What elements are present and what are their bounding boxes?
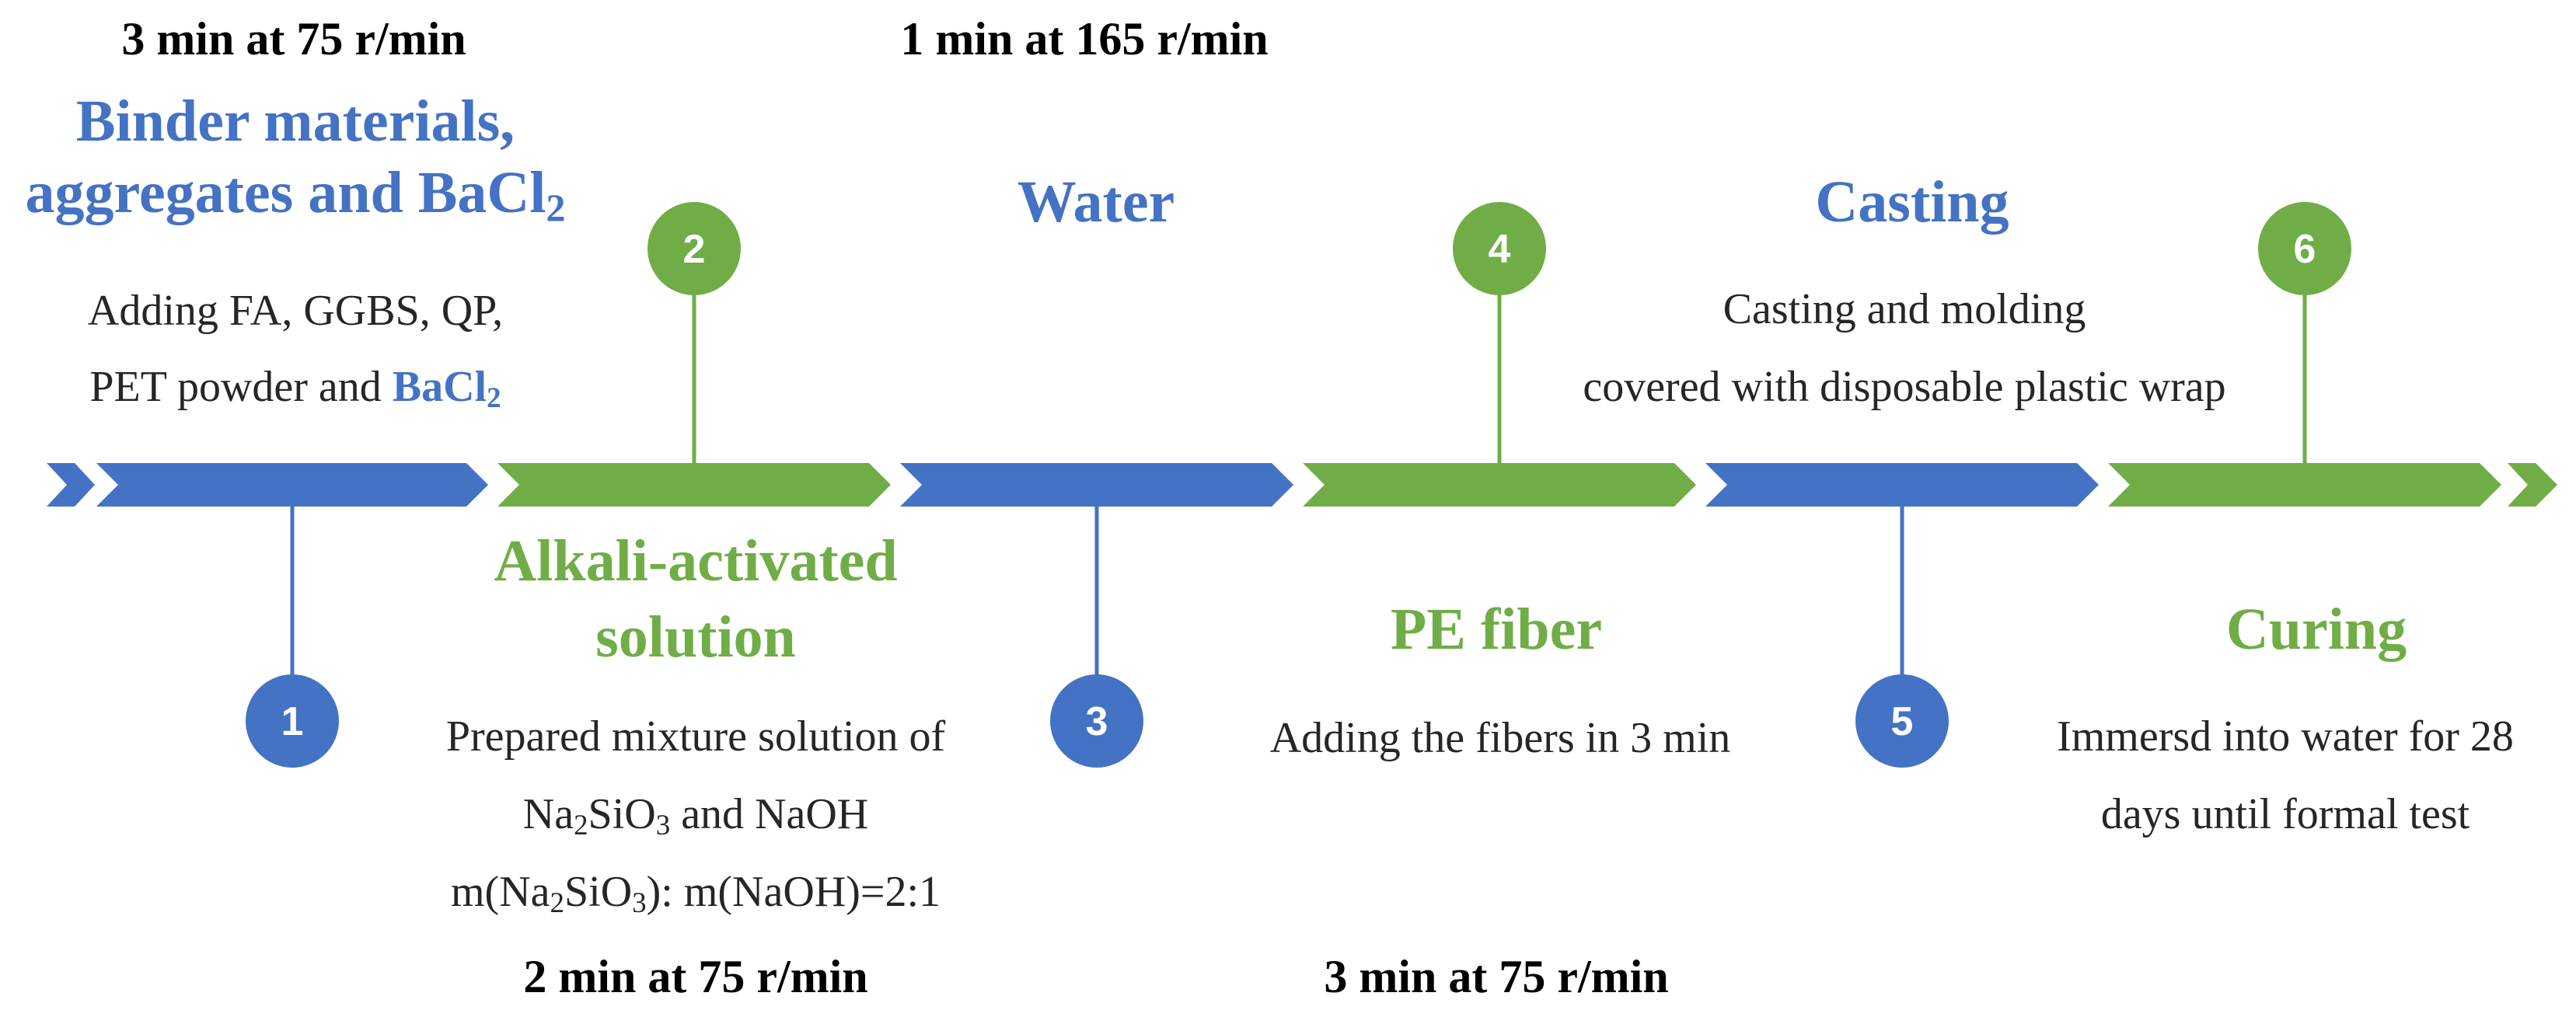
step2-desc-line3: m(Na2SiO3): m(NaOH)=2:1 — [450, 868, 941, 919]
step2-marker — [647, 202, 741, 295]
arrow-segment-3 — [900, 463, 1293, 507]
step5-desc-line1: Casting and molding — [1723, 285, 2086, 333]
step1-title-line2: aggregates and BaCl2 — [25, 160, 566, 230]
step5-number: 5 — [1891, 699, 1914, 744]
step2-desc-line2: Na2SiO3 and NaOH — [522, 790, 869, 841]
step1-number: 1 — [281, 699, 304, 744]
end-chevron — [2508, 463, 2557, 507]
step3-number: 3 — [1086, 699, 1108, 744]
step3-marker — [1050, 674, 1143, 768]
step1-marker — [246, 674, 339, 768]
step1-desc-line2: PET powder and BaCl2 — [89, 363, 501, 414]
timing-label-step3: 1 min at 165 r/min — [900, 13, 1269, 64]
step6-number: 6 — [2294, 227, 2316, 272]
start-chevron — [47, 463, 95, 507]
timing-label-step1: 3 min at 75 r/min — [121, 13, 466, 64]
step6-title: Curing — [2225, 597, 2407, 662]
arrow-segment-2 — [497, 463, 891, 507]
step6-desc-line1: Immersd into water for 28 — [2057, 712, 2514, 761]
step5-desc-line2: covered with disposable plastic wrap — [1583, 363, 2226, 411]
step6-desc-line2: days until formal test — [2100, 790, 2470, 838]
timing-label-step4: 3 min at 75 r/min — [1324, 951, 1669, 1002]
arrow-segment-4 — [1303, 463, 1696, 507]
step5-marker — [1855, 674, 1949, 768]
step4-marker — [1453, 202, 1546, 295]
arrow-segment-5 — [1705, 463, 2099, 507]
step2-title-line2: solution — [595, 604, 796, 670]
step2-number: 2 — [683, 227, 706, 272]
step5-title: Casting — [1815, 169, 2009, 235]
step4-number: 4 — [1489, 227, 1511, 272]
timing-label-step2: 2 min at 75 r/min — [523, 951, 868, 1002]
arrow-segment-6 — [2108, 463, 2501, 507]
arrow-segment-1 — [96, 463, 488, 507]
step6-marker — [2258, 202, 2351, 295]
step1-desc-line1: Adding FA, GGBS, QP, — [87, 287, 504, 335]
step1-title-line1: Binder materials, — [75, 89, 515, 154]
step4-desc: Adding the fibers in 3 min — [1269, 714, 1731, 762]
step2-title-line1: Alkali-activated — [494, 528, 898, 594]
step2-desc-line1: Prepared mixture solution of — [445, 712, 946, 761]
step4-title: PE fiber — [1390, 597, 1603, 662]
step3-title: Water — [1017, 169, 1175, 235]
